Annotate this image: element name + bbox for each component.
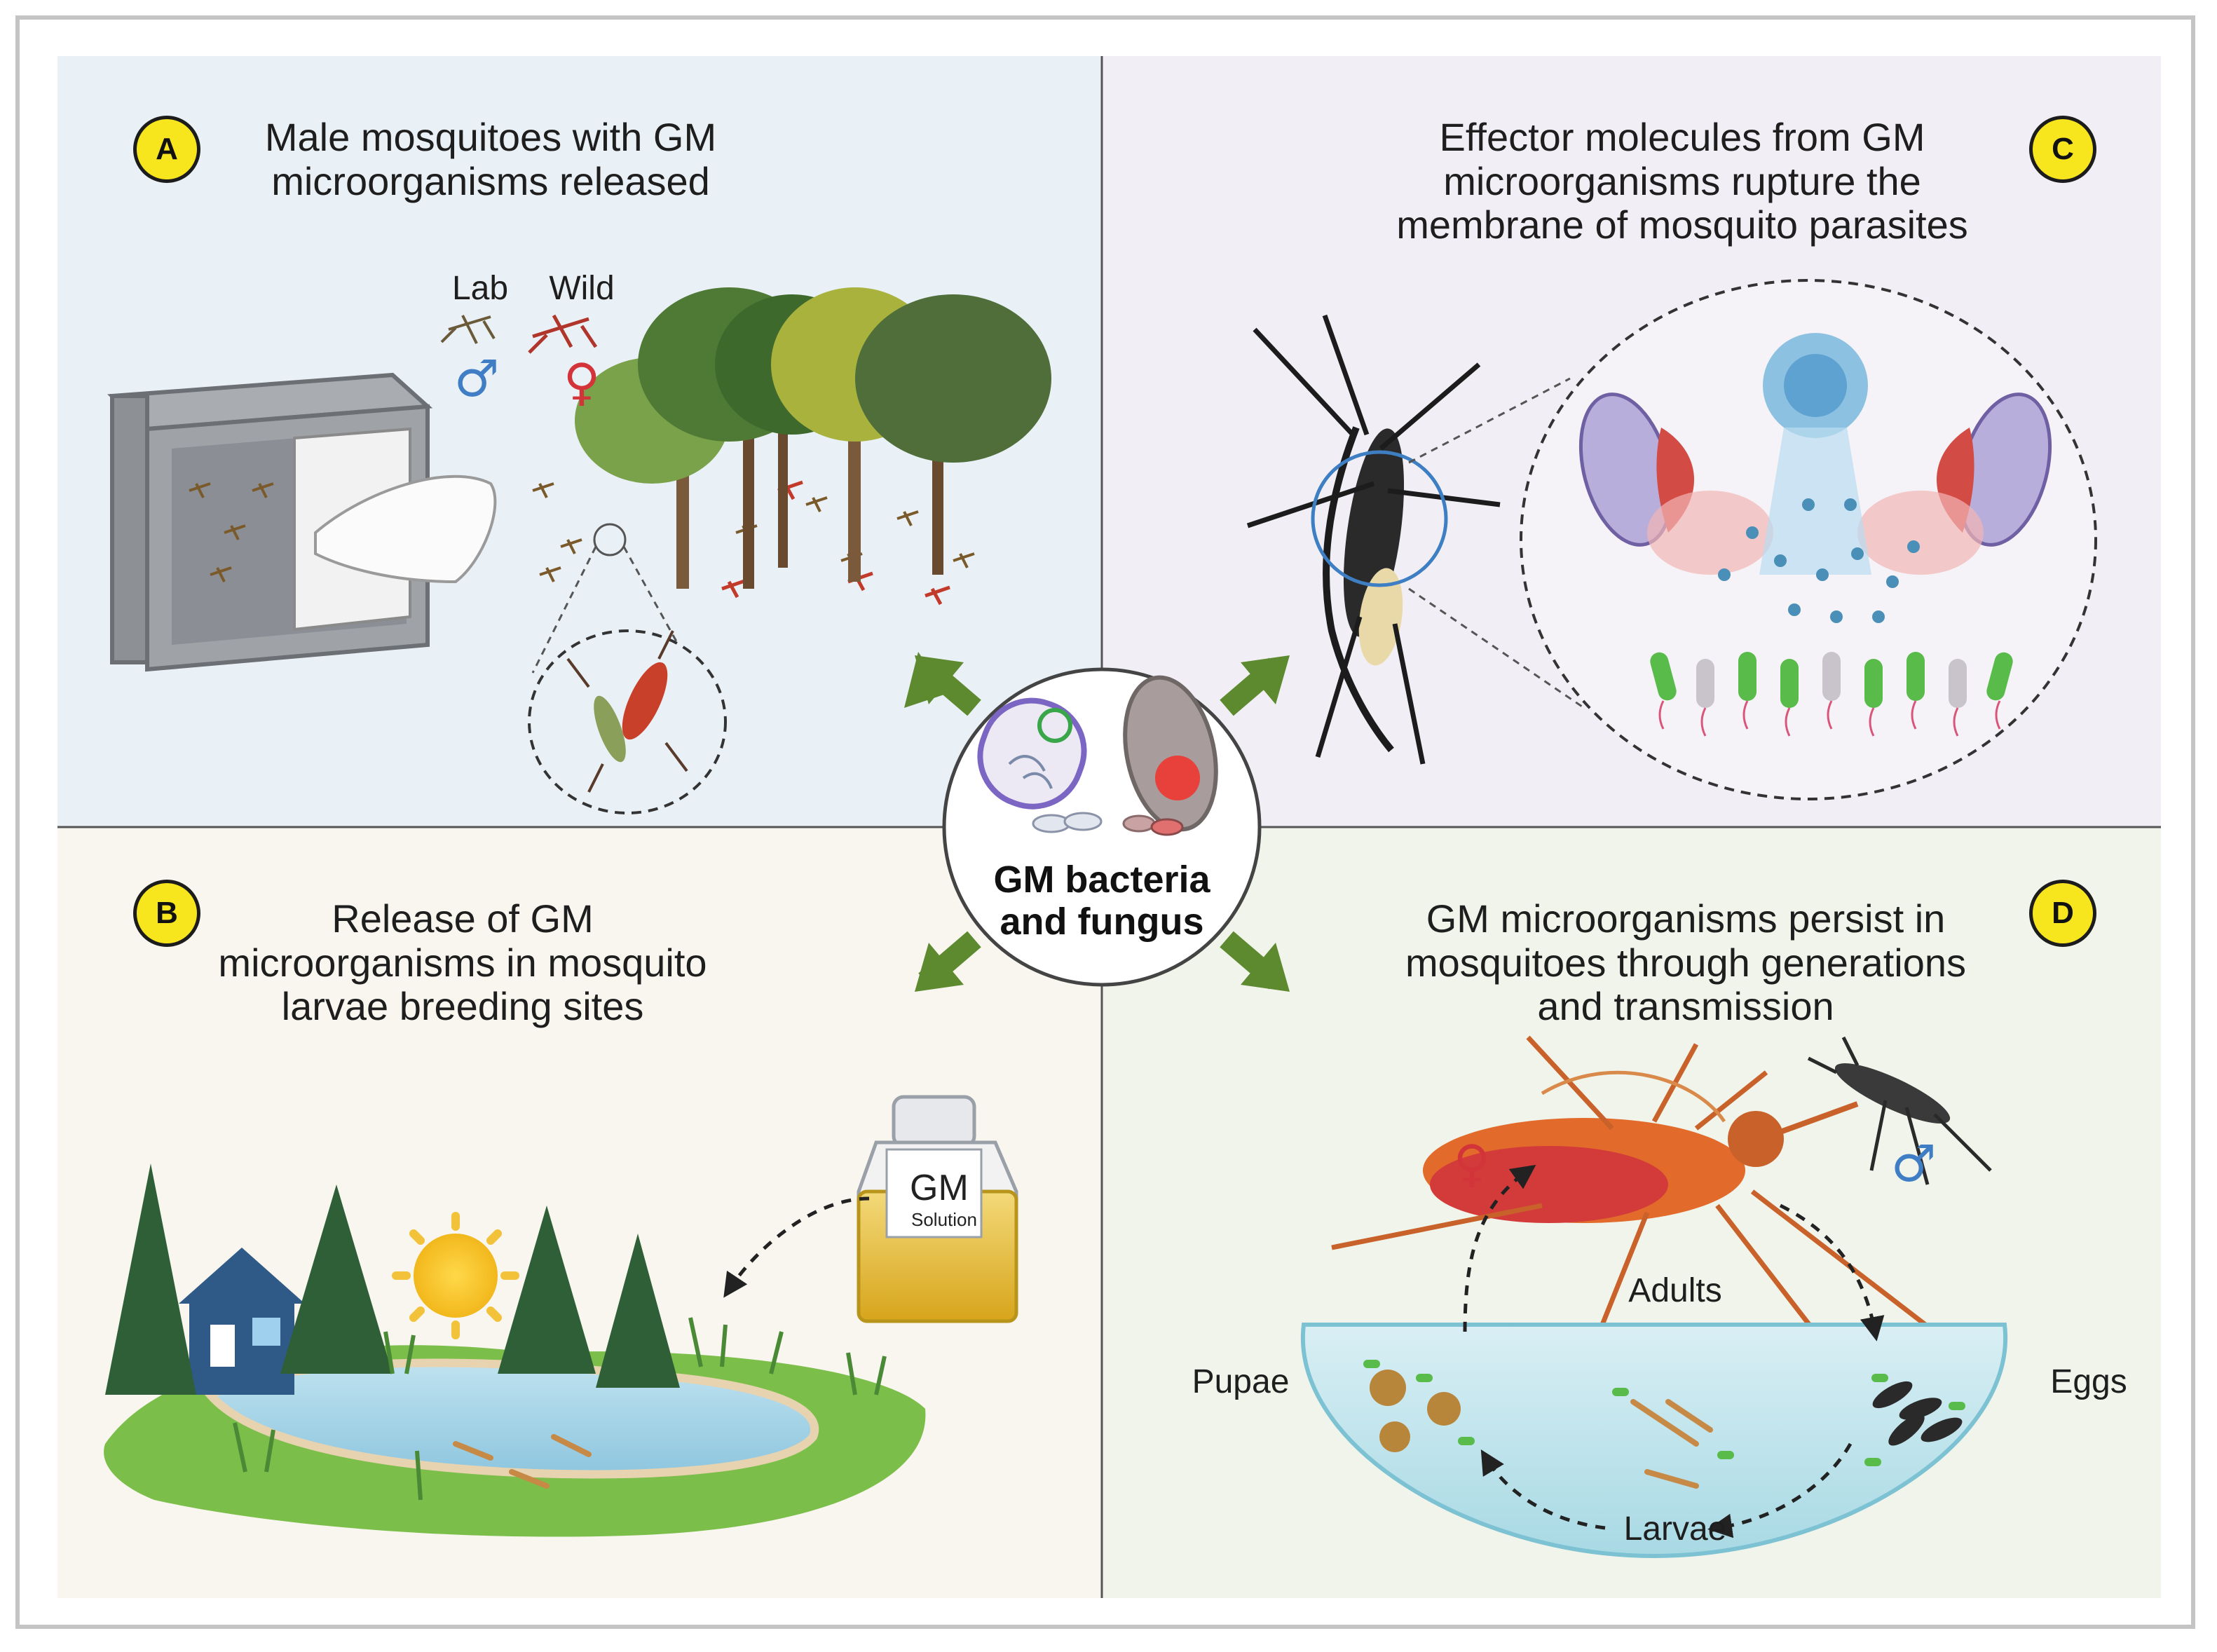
panel-d-title-line1: GM microorganisms persist in: [1426, 896, 1946, 941]
stage-pupae-label: Pupae: [1192, 1363, 1290, 1400]
male-symbol-d: ♂: [1890, 1134, 1937, 1193]
panel-d-title-line3: and transmission: [1537, 984, 1834, 1029]
bacterium-illustration: [977, 697, 1087, 810]
pond-landscape: [104, 1345, 926, 1537]
life-cycle-dish: [1300, 1323, 2008, 1559]
panel-d-title-line2: mosquitoes through generations: [1405, 940, 1967, 985]
panel-d-badge: D: [2029, 880, 2096, 947]
panel-b-title: Release of GM microorganisms in mosquito…: [161, 896, 764, 1029]
panel-a-title-line1: Male mosquitoes with GM: [264, 115, 717, 159]
bottle-dashed-arrow: [723, 1196, 870, 1298]
center-arrows: [904, 652, 1290, 992]
male-symbol-a: ♂: [453, 349, 500, 408]
cycle-arrow-eggs-to-larvae: [1707, 1442, 1853, 1538]
stage-larvae-label: Larvae: [1623, 1510, 1727, 1548]
mosquito-dark-illustration: [1246, 314, 1501, 765]
center-label: GM bacteria and fungus: [962, 859, 1242, 943]
panel-b-badge: B: [133, 880, 200, 947]
panel-b-title-line1: Release of GM: [332, 896, 594, 941]
zoom-guide-left: [531, 546, 597, 674]
panel-c-badge: C: [2029, 116, 2096, 183]
female-mosquito-illustration: [1331, 1035, 1937, 1362]
wild-label: Wild: [549, 270, 615, 307]
sun-icon: [414, 1234, 498, 1318]
lab-label: Lab: [451, 270, 509, 307]
zoom-guide-c-top: [1408, 377, 1571, 464]
cycle-arrow-larvae-to-pupae: [1480, 1449, 1606, 1530]
fungus-illustration: [1123, 675, 1218, 832]
panel-c-title-line2: microorganisms rupture the: [1443, 158, 1921, 203]
panel-c-title: Effector molecules from GM microorganism…: [1318, 115, 2047, 247]
panel-d-title: GM microorganisms persist in mosquitoes …: [1332, 896, 2040, 1029]
cycle-arrow-pupae-to-adults: [1463, 1164, 1536, 1332]
panel-c-title-line3: membrane of mosquito parasites: [1396, 203, 1968, 247]
gm-solution-bottle: [857, 1095, 1018, 1323]
gm-bacteria-in-dish: [1363, 1360, 1965, 1466]
zoom-circle-small: [593, 523, 627, 557]
effector-dots: [1718, 498, 1920, 623]
panel-a-title: Male mosquitoes with GM microorganisms r…: [203, 115, 778, 203]
female-symbol-a: ♀: [563, 353, 601, 411]
bottle-label-solution: Solution: [911, 1209, 977, 1230]
mosquito-cage-illustration: [107, 372, 497, 672]
wild-mosquito-icon: [528, 314, 598, 354]
grass: [233, 1317, 887, 1501]
larvae-cluster: [1630, 1399, 1713, 1489]
panel-a-badge: A: [133, 116, 200, 183]
forest-trees: [575, 287, 1051, 589]
house-icon: [179, 1248, 305, 1395]
pine-trees: [105, 1163, 680, 1395]
larvae-in-pond: [453, 1434, 592, 1489]
cycle-arrow-adults-to-eggs: [1779, 1203, 1885, 1342]
mating-mosquitoes: [566, 630, 688, 793]
effector-molecules-illustration: [1578, 333, 2052, 575]
stage-adults-label: Adults: [1628, 1272, 1722, 1309]
panel-b-title-line2: microorganisms in mosquito: [218, 940, 707, 985]
pupae-cluster: [1370, 1370, 1461, 1452]
center-label-line2: and fungus: [1000, 901, 1204, 943]
panel-b-title-line3: larvae breeding sites: [281, 984, 644, 1029]
zoom-guide-c-bottom: [1408, 587, 1585, 709]
stage-eggs-label: Eggs: [2050, 1363, 2127, 1400]
panel-c-title-line1: Effector molecules from GM: [1439, 115, 1925, 159]
bacteria-flagella: [1658, 700, 2001, 737]
lab-mosquito-icon: [440, 315, 496, 344]
male-mosquito-illustration: [1807, 1036, 1992, 1185]
small-spores: [1032, 812, 1184, 836]
female-symbol-d: ♀: [1453, 1134, 1491, 1193]
center-label-line1: GM bacteria: [993, 859, 1210, 901]
eggs-cluster: [1872, 1381, 1963, 1446]
sun-rays: [392, 1212, 519, 1339]
panel-a-title-line2: microorganisms released: [271, 158, 710, 203]
bottle-label-gm: GM: [910, 1168, 969, 1208]
bacteria-row: [1650, 652, 2013, 708]
